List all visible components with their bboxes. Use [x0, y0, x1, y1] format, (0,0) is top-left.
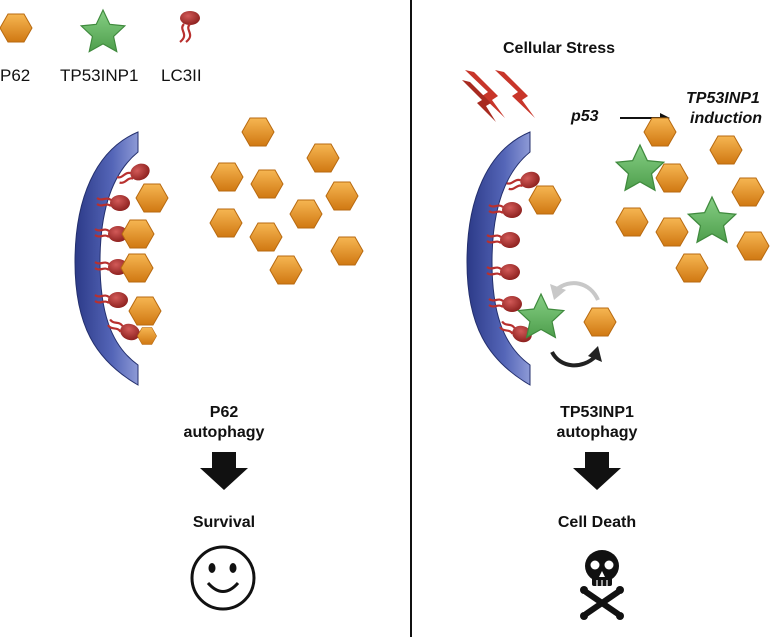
- induction-line2: induction: [690, 110, 762, 127]
- induction-line1: TP53INP1: [686, 90, 760, 107]
- lightning-bolt-icon: [462, 70, 535, 122]
- p53-label: p53: [571, 108, 599, 125]
- right-down-arrow: [573, 452, 621, 490]
- left-process-line1: P62: [209, 404, 239, 421]
- skull-crossbones-icon: [580, 550, 624, 620]
- smiley-face-icon: [190, 545, 256, 611]
- left-autophagosome-membrane: [74, 131, 139, 386]
- right-process-line2: autophagy: [556, 424, 638, 441]
- tp53inp1-star-icon: [80, 9, 126, 53]
- left-free-p62-cluster: [209, 117, 364, 285]
- left-bound-p62: [120, 183, 169, 345]
- legend-label-p62: P62: [0, 66, 31, 85]
- right-free-p62: [583, 117, 770, 337]
- left-outcome-label: Survival: [192, 514, 256, 531]
- cellular-stress-label: Cellular Stress: [503, 40, 616, 57]
- p62-hexagon-icon: [0, 13, 33, 43]
- recycle-arrows-icon: [550, 281, 602, 368]
- right-outcome-label: Cell Death: [557, 514, 637, 531]
- lc3ii-receptor-icon: [179, 11, 200, 43]
- right-bound-p62: [528, 185, 562, 215]
- left-down-arrow: [200, 452, 248, 490]
- left-process-line2: autophagy: [183, 424, 265, 441]
- right-autophagosome-membrane: [466, 131, 531, 386]
- legend-label-tp53inp1: TP53INP1: [60, 66, 139, 85]
- legend-label-lc3ii: LC3II: [161, 66, 202, 85]
- right-process-line1: TP53INP1: [560, 404, 634, 421]
